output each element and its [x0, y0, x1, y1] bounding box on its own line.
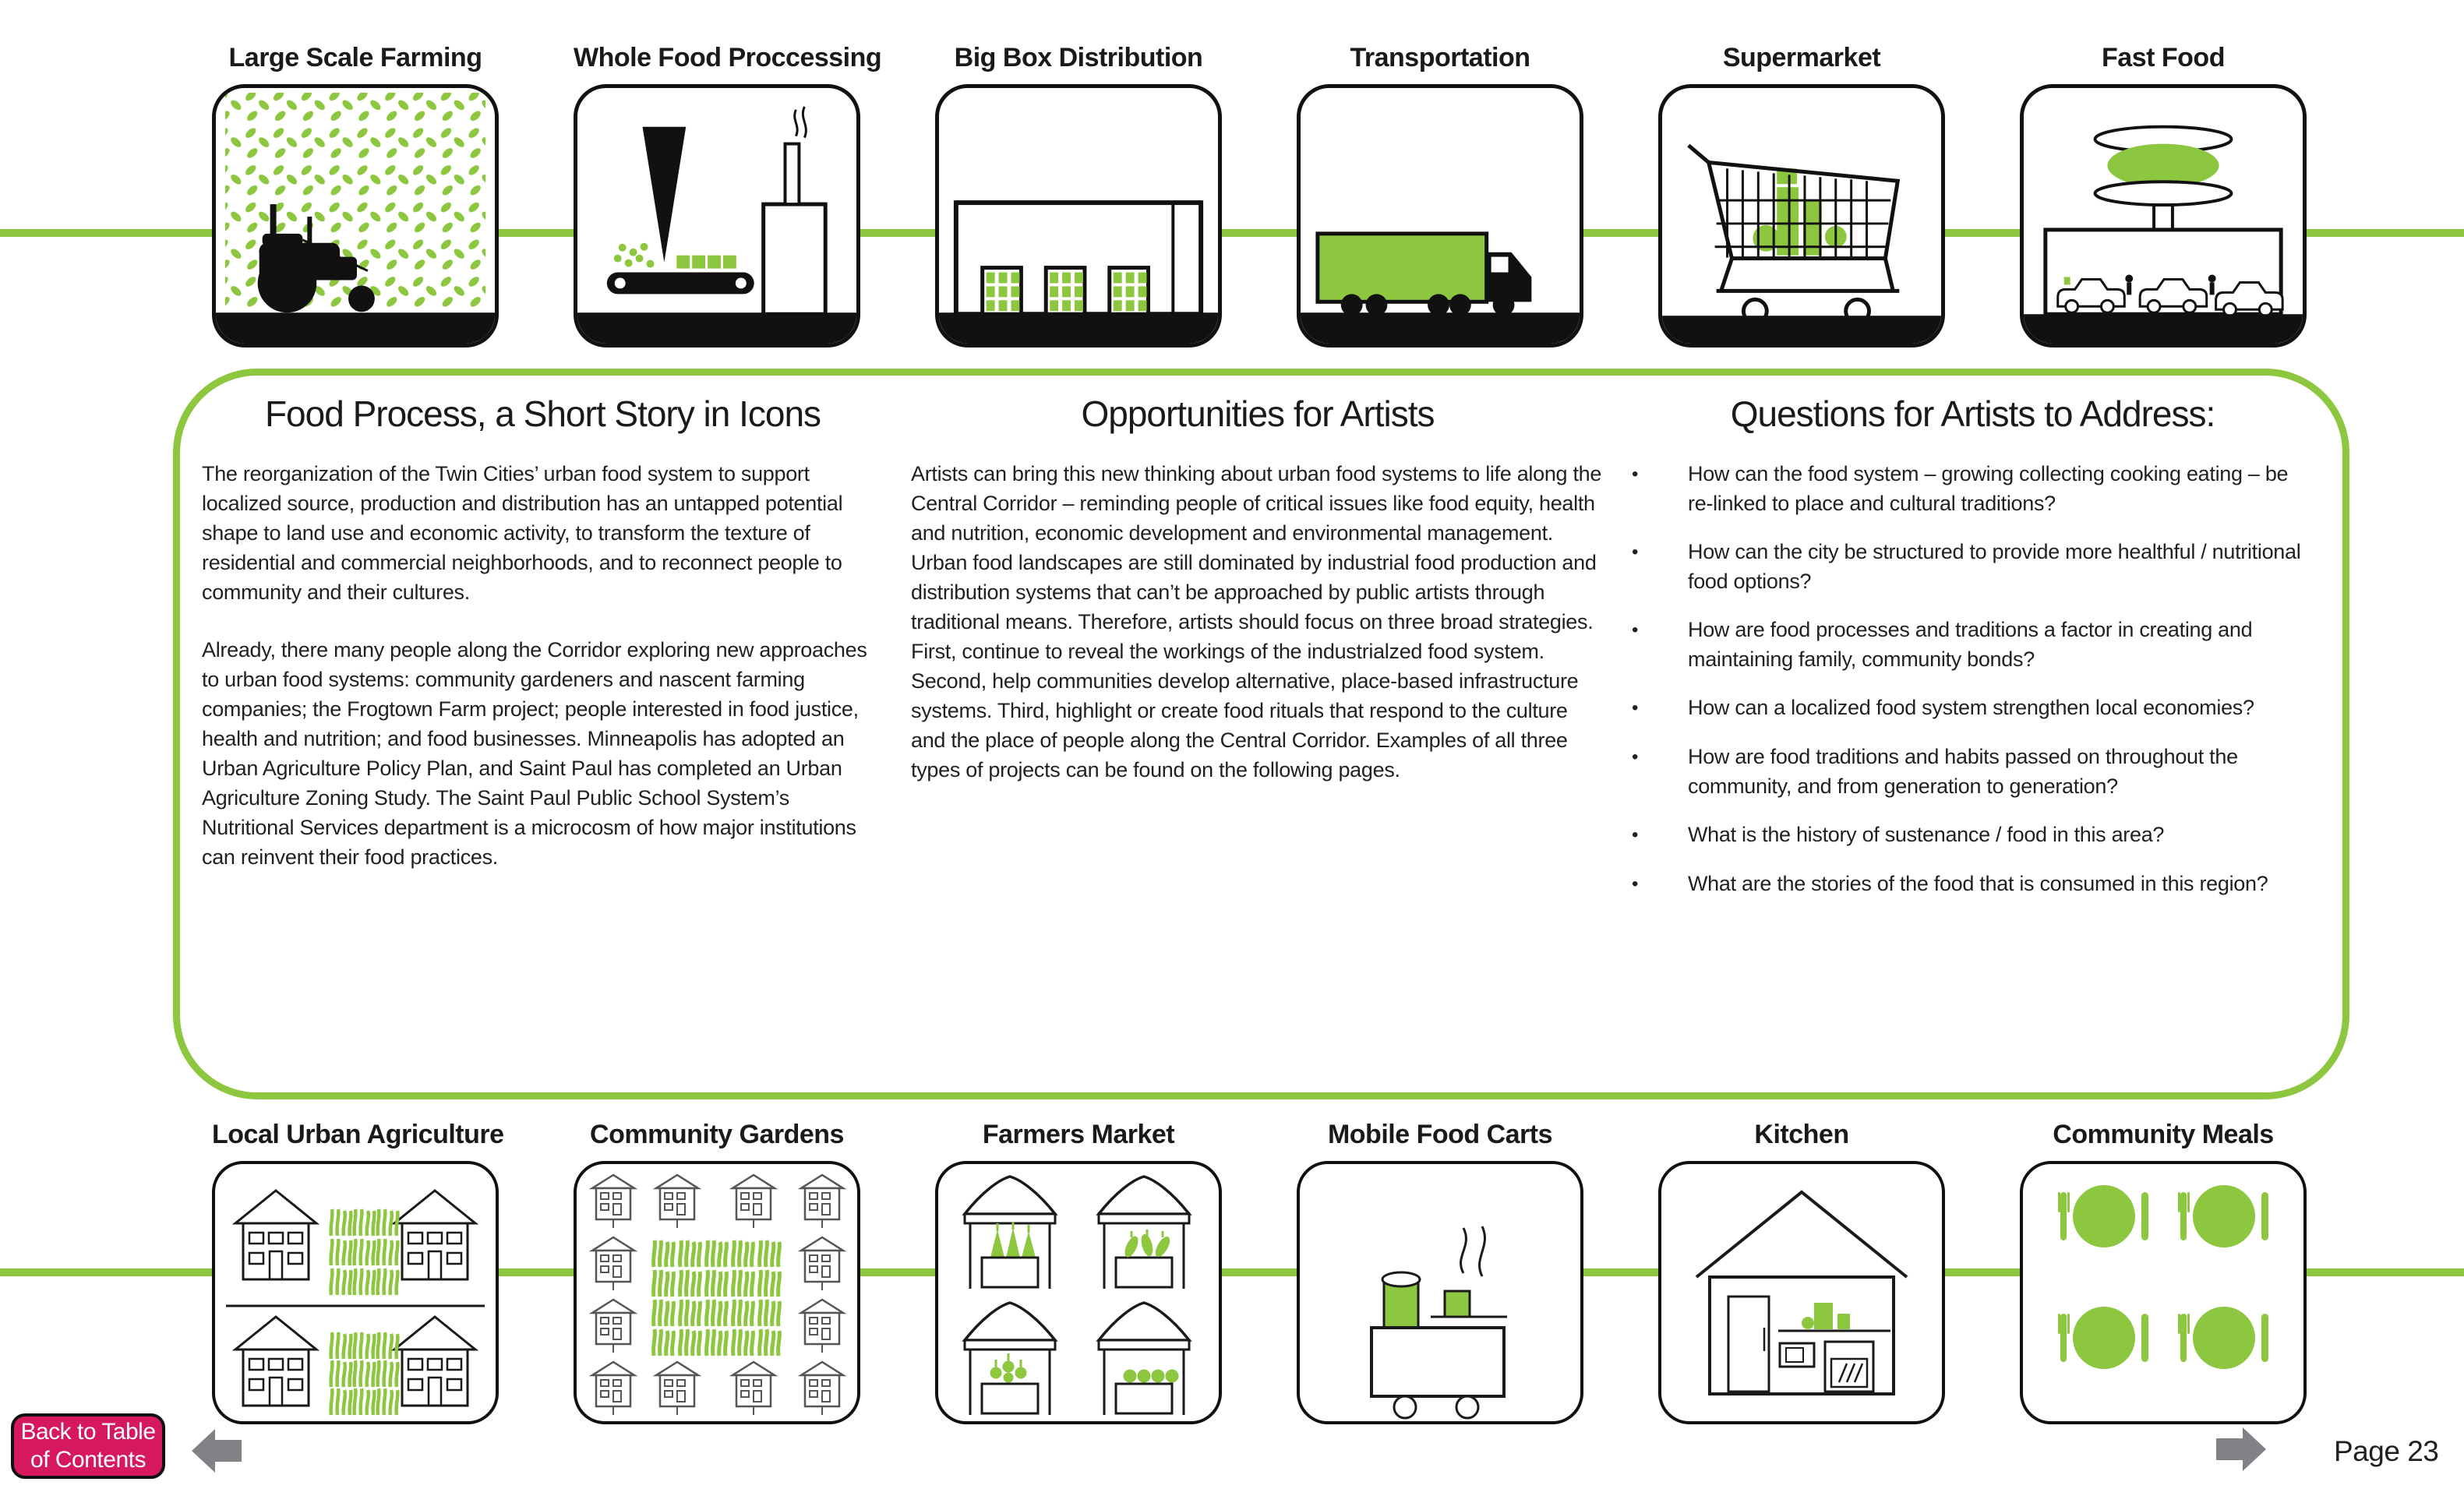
opportunities-paragraph: Artists can bring this new thinking abou…	[911, 462, 1602, 782]
icon-label: Large Scale Farming	[228, 43, 482, 72]
icon-label: Local Urban Agriculture	[212, 1120, 504, 1149]
icon-block-whole-food-processing: Whole Food Proccessing	[574, 41, 882, 348]
back-to-toc-button[interactable]: Back to Table of Contents	[11, 1413, 165, 1479]
icon-label: Farmers Market	[982, 1120, 1175, 1149]
next-page-arrow-icon[interactable]	[2216, 1427, 2266, 1471]
column-opportunities: Opportunities for Artists Artists can br…	[911, 393, 1604, 1074]
question-item: •How can a localized food system strengt…	[1632, 693, 2314, 723]
icon-block-community-meals: Community Meals	[2020, 1117, 2307, 1424]
prev-page-arrow-icon[interactable]	[192, 1429, 242, 1473]
mobile-food-cart-icon	[1297, 1161, 1583, 1424]
opportunities-heading: Opportunities for Artists	[1081, 393, 1435, 434]
local-food-chain-row: Local Urban Agriculture	[0, 1117, 2464, 1424]
icon-label: Kitchen	[1754, 1120, 1849, 1149]
community-meals-icon	[2020, 1161, 2307, 1424]
question-item: •What are the stories of the food that i…	[1632, 869, 2314, 899]
icon-label: Big Box Distribution	[954, 43, 1203, 72]
bullet-marker: •	[1632, 619, 1639, 641]
farmers-market-icon	[935, 1161, 1222, 1424]
green-process-line-bottom	[0, 1268, 2464, 1276]
back-button-line1: Back to Table	[20, 1419, 156, 1445]
icon-block-fast-food: Fast Food	[2020, 41, 2307, 348]
icon-block-supermarket: Supermarket	[1658, 41, 1945, 348]
local-urban-agriculture-icon	[212, 1161, 499, 1424]
bullet-marker: •	[1632, 542, 1639, 563]
bullet-marker: •	[1632, 746, 1639, 768]
icon-label: Mobile Food Carts	[1327, 1120, 1553, 1149]
green-process-line-top	[0, 229, 2464, 237]
large-scale-farming-icon	[212, 84, 499, 348]
question-item: •How can the food system – growing colle…	[1632, 459, 2314, 518]
column-questions: Questions for Artists to Address: •How c…	[1632, 393, 2314, 1074]
icon-block-local-urban-agriculture: Local Urban Agriculture	[212, 1117, 504, 1424]
page-number: Page 23	[2334, 1435, 2439, 1467]
supermarket-cart-icon	[1658, 84, 1945, 348]
question-item: •How are food traditions and habits pass…	[1632, 742, 2314, 801]
icon-block-big-box-distribution: Big Box Distribution	[935, 41, 1222, 348]
icon-label: Whole Food Proccessing	[574, 43, 882, 72]
story-heading: Food Process, a Short Story in Icons	[264, 393, 821, 434]
question-item: •How are food processes and traditions a…	[1632, 615, 2314, 674]
back-button-line2: of Contents	[30, 1447, 146, 1473]
column-food-process-story: Food Process, a Short Story in Icons The…	[202, 393, 884, 1074]
whole-food-processing-icon	[574, 84, 860, 348]
industrial-food-chain-row: Large Scale Farming	[0, 41, 2464, 348]
question-item: •How can the city be structured to provi…	[1632, 537, 2314, 596]
info-panel: Food Process, a Short Story in Icons The…	[173, 369, 2349, 1099]
icon-block-large-scale-farming: Large Scale Farming	[212, 41, 499, 348]
bullet-marker: •	[1632, 873, 1639, 895]
icon-block-transportation: Transportation	[1297, 41, 1583, 348]
icon-label: Community Gardens	[590, 1120, 844, 1149]
bullet-marker: •	[1632, 464, 1639, 485]
icon-block-community-gardens: Community Gardens	[574, 1117, 860, 1424]
question-item: •What is the history of sustenance / foo…	[1632, 820, 2314, 850]
bullet-marker: •	[1632, 824, 1639, 846]
community-gardens-icon	[574, 1161, 860, 1424]
icon-label: Transportation	[1350, 43, 1530, 72]
questions-heading: Questions for Artists to Address:	[1730, 393, 2216, 434]
transportation-truck-icon	[1297, 84, 1583, 348]
icon-label: Community Meals	[2053, 1120, 2274, 1149]
icon-block-farmers-market: Farmers Market	[935, 1117, 1222, 1424]
big-box-distribution-icon	[935, 84, 1222, 348]
story-paragraph-2: Already, there many people along the Cor…	[202, 638, 867, 870]
questions-list: •How can the food system – growing colle…	[1632, 459, 2314, 899]
kitchen-house-icon	[1658, 1161, 1945, 1424]
icon-label: Supermarket	[1722, 43, 1881, 72]
story-paragraph-1: The reorganization of the Twin Cities’ u…	[202, 462, 843, 605]
icon-block-kitchen: Kitchen	[1658, 1117, 1945, 1424]
bullet-marker: •	[1632, 697, 1639, 719]
icon-label: Fast Food	[2102, 43, 2225, 72]
fast-food-drive-thru-icon	[2020, 84, 2307, 348]
icon-block-mobile-food-carts: Mobile Food Carts	[1297, 1117, 1583, 1424]
